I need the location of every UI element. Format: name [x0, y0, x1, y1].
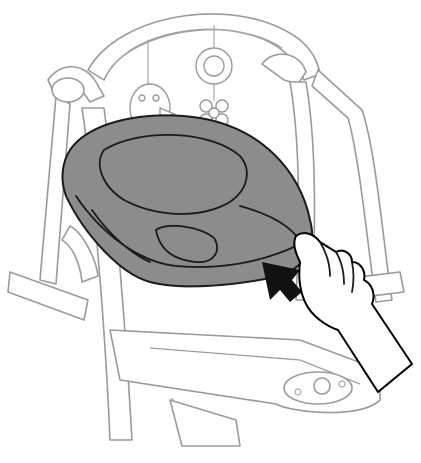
control-panel: [284, 372, 352, 404]
hanging-ring-toy: [196, 26, 232, 100]
